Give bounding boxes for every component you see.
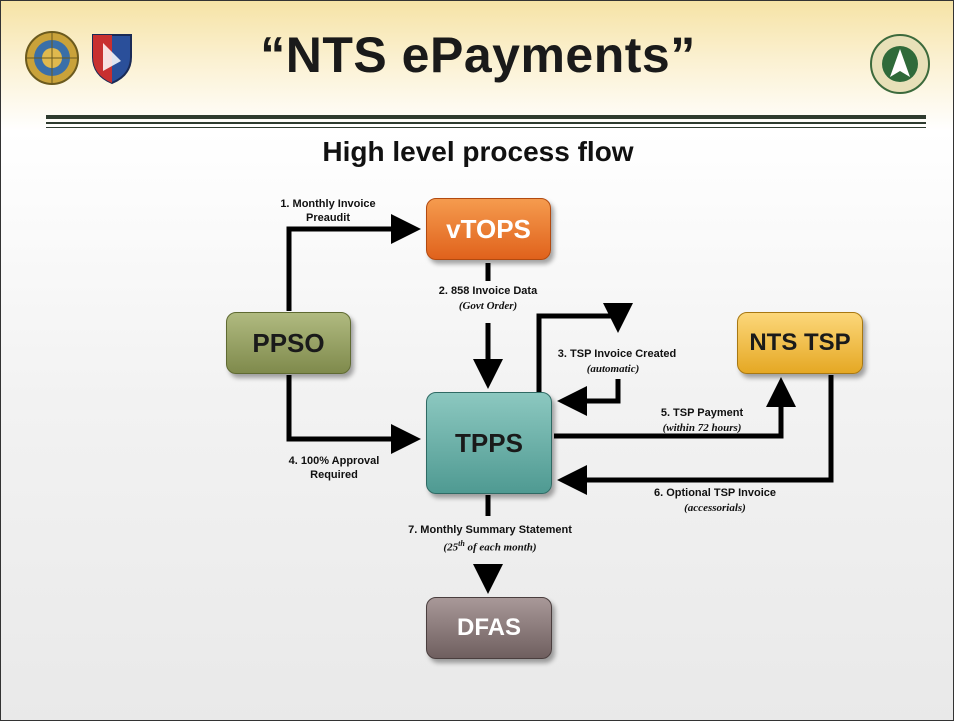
header-divider [46, 115, 926, 119]
army-seal-icon [25, 31, 79, 85]
step-1-label: 1. Monthly Invoice Preaudit [280, 198, 376, 224]
arrow-6-optional-invoice [557, 375, 834, 495]
step-7-label: 7. Monthly Summary Statement [408, 524, 572, 536]
step-2-sublabel: (Govt Order) [458, 300, 518, 312]
arrow-1-preaudit [286, 214, 421, 311]
step-7-sublabel: (25th of each month) [443, 539, 537, 554]
step-6-sublabel: (accessorials) [684, 502, 746, 514]
arrow-3-loop-in [557, 379, 621, 416]
node-dfas: DFAS [426, 597, 552, 659]
sddc-emblem-icon [870, 34, 930, 94]
step-5-sublabel: (within 72 hours) [662, 422, 742, 434]
step-4-label: 4. 100% Approval Required [288, 455, 380, 481]
header-divider-thin [46, 122, 926, 124]
node-ppso: PPSO [226, 312, 351, 374]
step-3-label: 3. TSP Invoice Created [557, 348, 677, 360]
sddc-shield-icon [92, 34, 132, 85]
node-tpps: TPPS [426, 392, 552, 494]
step-2-label: 2. 858 Invoice Data [438, 285, 538, 297]
arrow-3-loop-out [536, 303, 633, 393]
diagram-subtitle: High level process flow [322, 136, 634, 167]
step-6-label: 6. Optional TSP Invoice [653, 487, 777, 499]
arrow-4-approval [286, 375, 421, 454]
header-divider-thin-2 [46, 127, 926, 128]
node-vtops: vTOPS [426, 198, 551, 260]
node-nts-tsp: NTS TSP [737, 312, 863, 374]
page-title: “NTS ePayments” [260, 27, 696, 83]
step-5-label: 5. TSP Payment [660, 407, 744, 419]
step-3-sublabel: (automatic) [586, 363, 640, 375]
arrow-5-payment [554, 377, 796, 439]
